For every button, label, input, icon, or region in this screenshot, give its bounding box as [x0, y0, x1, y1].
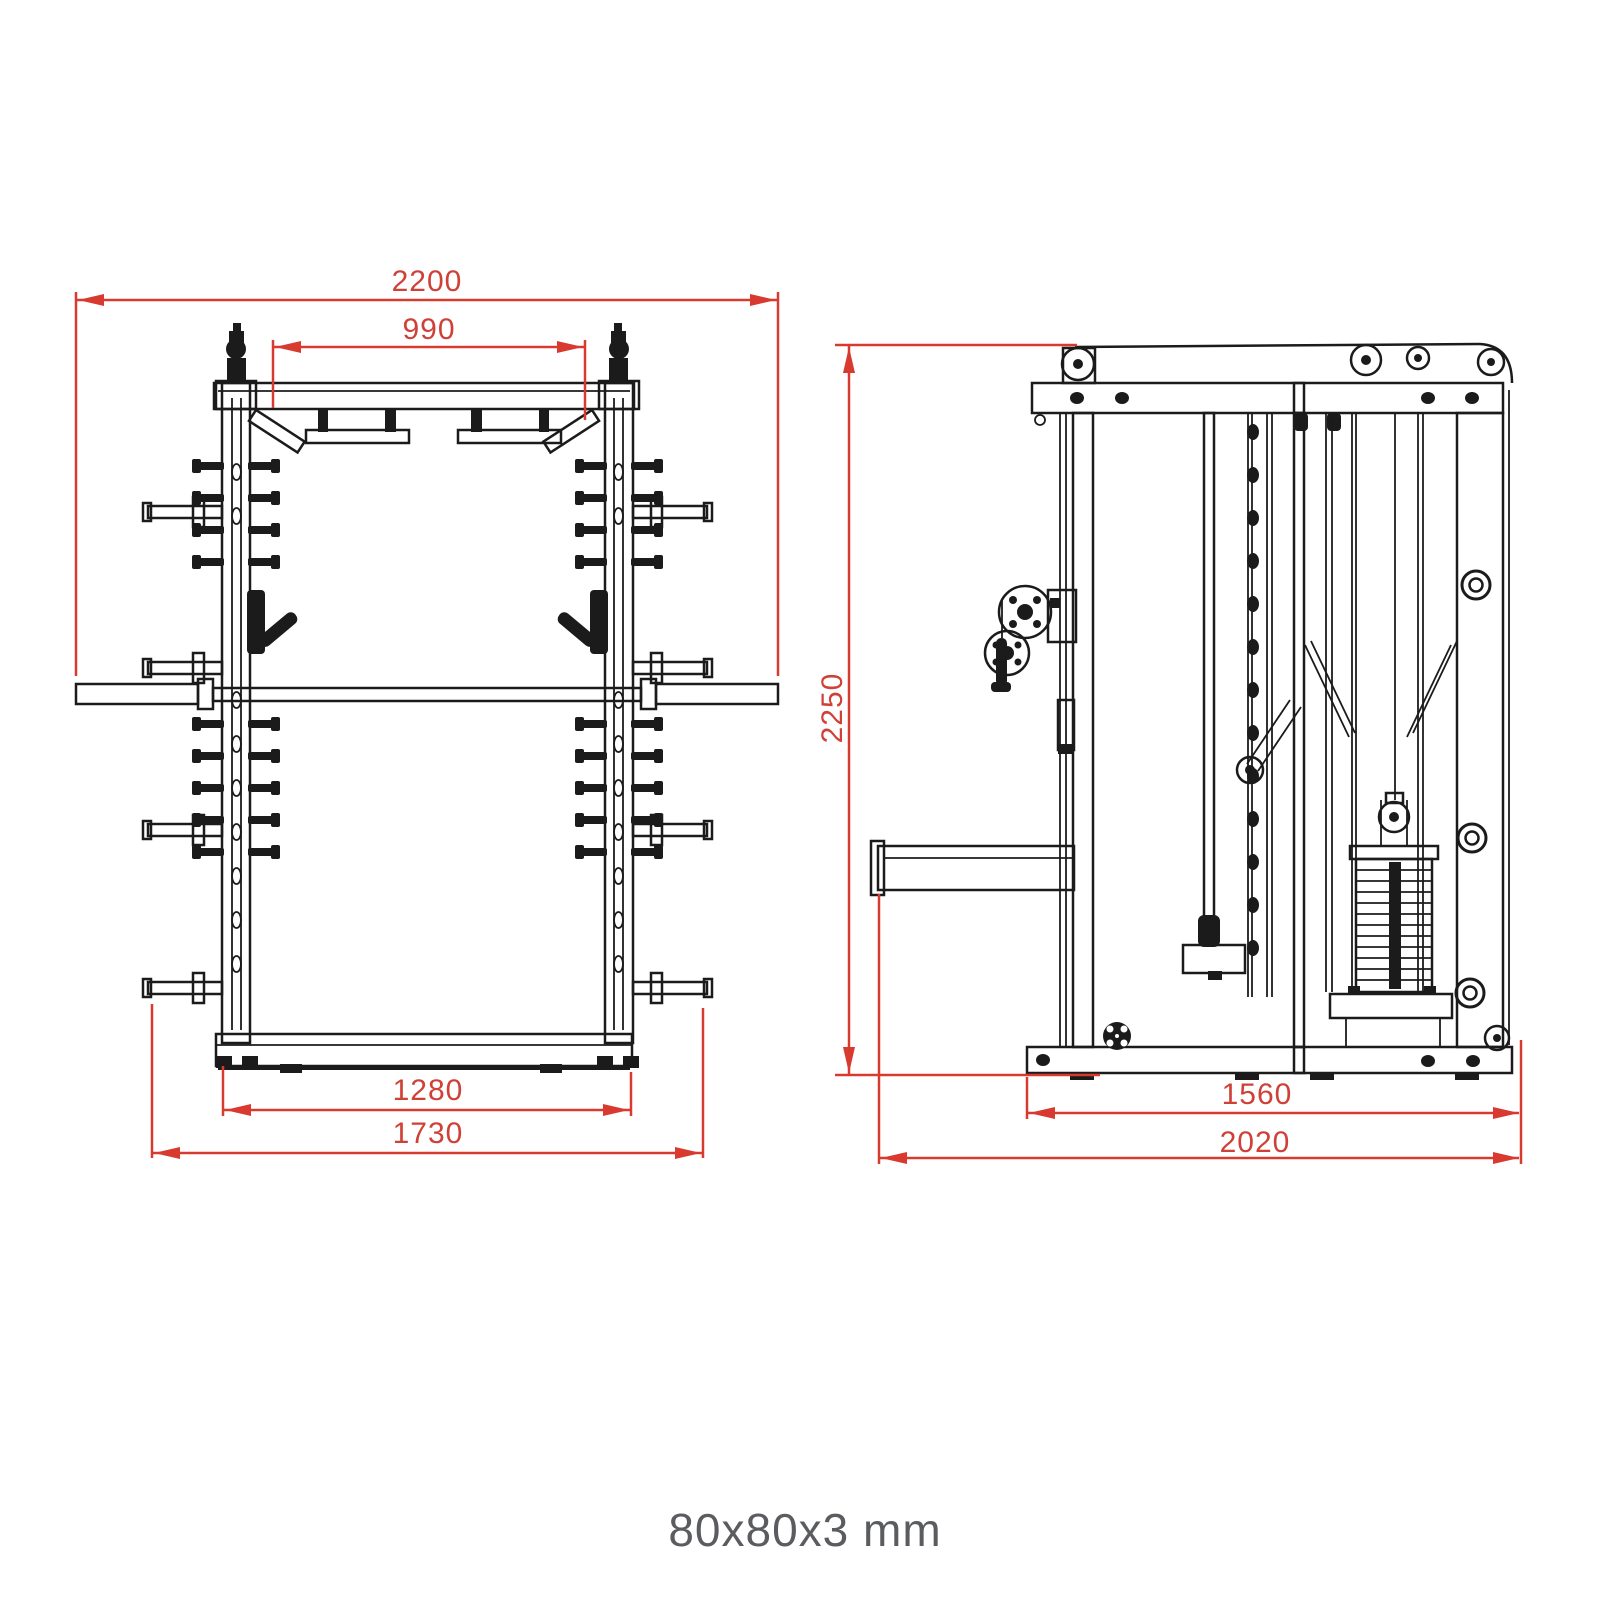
catch-lever: [1235, 699, 1302, 785]
pulley-carriage: [983, 584, 1078, 754]
front-upright: [141, 323, 298, 1068]
side-columns-and-rods: [1059, 390, 1510, 1049]
side-view-drawing: [869, 342, 1514, 1080]
front-crossbar: [212, 381, 636, 455]
dim-front-overall-width-line: [74, 292, 780, 676]
dim-front-overall-width-label: 2200: [391, 265, 463, 298]
dim-front-base-inner-label: 1280: [392, 1074, 464, 1107]
dim-side-overall-height-label: 2250: [816, 672, 849, 744]
side-base-frame: [1025, 1022, 1514, 1080]
dimension-annotations: [74, 292, 1523, 1164]
dim-front-base-outer-line: [150, 1004, 705, 1159]
tube-spec-caption: 80x80x3 mm: [668, 1504, 942, 1556]
dim-side-overall-height-line: [835, 343, 1100, 1077]
dim-front-inner-width-label: 990: [402, 313, 456, 346]
barbell: [74, 677, 780, 711]
front-base-frame: [214, 1032, 634, 1073]
smith-bar-side: [1181, 915, 1247, 980]
front-view-drawing: [74, 323, 780, 1073]
bolt-washers: [1454, 569, 1492, 1009]
dim-front-inner-width-line: [271, 340, 587, 420]
dim-side-base-outer-line: [877, 894, 1519, 1164]
base-pulley: [1103, 1022, 1131, 1050]
cable-handle: [991, 638, 1011, 692]
rear-foot-roller: [1483, 1024, 1511, 1052]
dim-front-base-outer-label: 1730: [392, 1117, 464, 1150]
weight-stack: [1328, 791, 1454, 1047]
dim-front-base-inner-line: [221, 1066, 633, 1116]
j-hook-carriage: [247, 590, 298, 654]
dim-side-base-inner-line: [1025, 1040, 1523, 1164]
front-upright-cap: [226, 323, 246, 384]
side-top-pulley-beam: [1030, 342, 1514, 431]
dim-side-base-inner-label: 1560: [1221, 1078, 1293, 1111]
dim-side-base-outer-label: 2020: [1219, 1126, 1291, 1159]
plate-horn: [141, 971, 224, 1005]
spotter-arm: [869, 839, 1076, 897]
